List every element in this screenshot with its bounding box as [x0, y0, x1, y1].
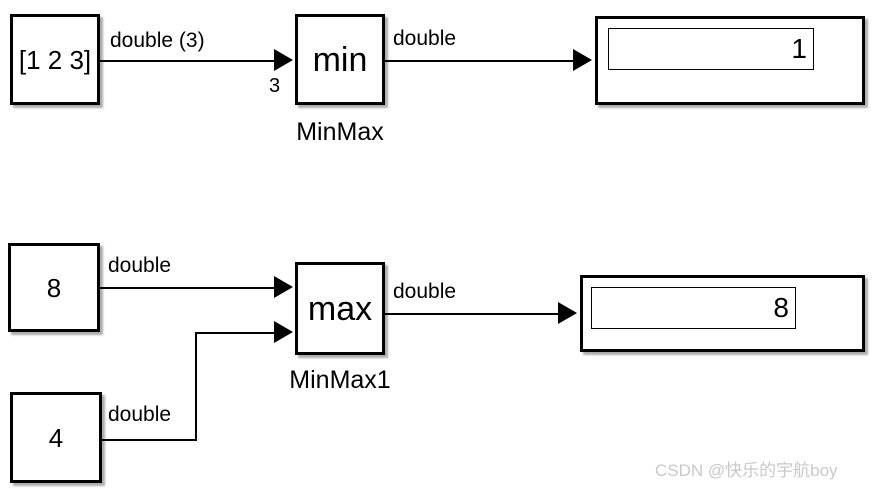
display-block-max-value: 8	[773, 292, 789, 323]
csdn-watermark: CSDN @快乐的宇航boy	[655, 461, 838, 480]
minmax-block-min-operator: min	[312, 40, 368, 79]
signal-label-min-output: double	[393, 27, 457, 50]
arrow-into-min	[274, 49, 293, 71]
constant-block-four[interactable]: 4	[10, 392, 102, 483]
constant-block-eight-value: 8	[46, 272, 62, 303]
display-block-max-result[interactable]: 8	[580, 275, 865, 352]
constant-block-vector[interactable]: [1 2 3]	[10, 14, 100, 105]
arrow-into-display-bottom	[558, 302, 577, 324]
minmax-block-max[interactable]: max	[295, 262, 385, 355]
wire-constant-to-min	[100, 60, 276, 62]
constant-block-four-value: 4	[48, 422, 64, 453]
arrow-into-max-input-2	[274, 321, 293, 343]
wire-max-to-display	[385, 313, 560, 315]
wire-eight-to-max	[100, 287, 276, 289]
port-width-label-3: 3	[269, 75, 281, 97]
signal-label-four-output: double	[108, 403, 172, 426]
display-block-min-value: 1	[791, 33, 807, 64]
minmax-block-max-label: MinMax1	[289, 366, 391, 394]
signal-label-double-3: double (3)	[110, 29, 205, 52]
minmax-block-min-label: MinMax	[296, 118, 384, 146]
arrow-into-max-input-1	[274, 276, 293, 298]
arrow-into-display-top	[573, 49, 592, 71]
signal-label-max-output: double	[393, 280, 457, 303]
wire-four-segment-vertical	[195, 332, 197, 441]
signal-label-eight-output: double	[108, 254, 172, 277]
minmax-block-min[interactable]: min	[295, 14, 385, 105]
minmax-block-max-operator: max	[307, 289, 373, 328]
wire-min-to-display	[385, 60, 575, 62]
display-block-min-readout: 1	[608, 28, 814, 70]
wire-four-segment-horizontal-upper	[195, 332, 276, 334]
display-block-max-readout: 8	[591, 287, 796, 329]
display-block-min-result[interactable]: 1	[595, 16, 865, 105]
constant-block-vector-value: [1 2 3]	[18, 44, 92, 75]
constant-block-eight[interactable]: 8	[8, 243, 100, 332]
wire-four-segment-horizontal-lower	[102, 439, 197, 441]
